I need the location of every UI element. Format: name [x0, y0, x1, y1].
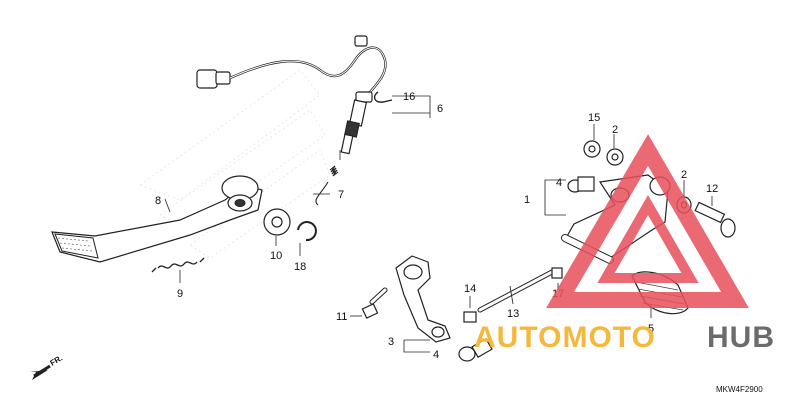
callout-2-upper: 2: [612, 124, 618, 136]
brake-switch-assembly: [196, 35, 387, 155]
washer-part: [263, 208, 291, 236]
callout-1: 1: [524, 194, 530, 206]
return-spring-small: [315, 165, 339, 206]
watermark-text-auto: AUTOMOTO: [474, 321, 656, 354]
callout-5: 5: [648, 323, 654, 335]
watermark-text-hub: HUB: [707, 321, 775, 354]
nut-17: [551, 267, 563, 279]
callout-3: 3: [388, 336, 394, 348]
circlip-part: [297, 221, 317, 242]
clip-part: [373, 91, 393, 103]
rod-end-upper: [567, 176, 595, 193]
wing-logo-watermark: [138, 69, 331, 259]
callout-18: 18: [294, 261, 306, 273]
front-label: FR.: [49, 353, 65, 367]
shift-arm: [395, 255, 451, 343]
leader-lines: [164, 95, 713, 353]
callout-2-right: 2: [681, 169, 687, 181]
callout-11: 11: [336, 311, 347, 323]
callout-9: 9: [177, 288, 183, 300]
rod-end-lower: [458, 337, 493, 362]
callout-6: 6: [437, 103, 443, 115]
callout-14: 14: [464, 283, 476, 295]
callout-12: 12: [706, 183, 718, 195]
callout-15: 15: [588, 112, 600, 124]
front-direction-marker: FR.: [30, 353, 64, 380]
watermark-logo: AUTOMOTO HUB: [474, 321, 775, 354]
shift-rod: [477, 269, 555, 313]
pedal-spring: [151, 257, 205, 273]
diagram-code: MKW4F2900: [716, 385, 763, 394]
callout-16: 16: [403, 91, 415, 103]
nut-part: [463, 311, 477, 323]
brake-pedal: [51, 175, 263, 263]
callout-10: 10: [270, 250, 282, 262]
watermark-triangle: [546, 134, 749, 308]
callout-7: 7: [338, 189, 344, 201]
callout-8: 8: [155, 195, 161, 207]
callout-4-lower: 4: [433, 349, 439, 361]
callout-13: 13: [507, 308, 519, 320]
switch-connector: [196, 69, 218, 89]
pivot-bolt: [694, 201, 736, 238]
bolt-part: [361, 287, 388, 319]
callout-4-upper: 4: [556, 177, 562, 189]
